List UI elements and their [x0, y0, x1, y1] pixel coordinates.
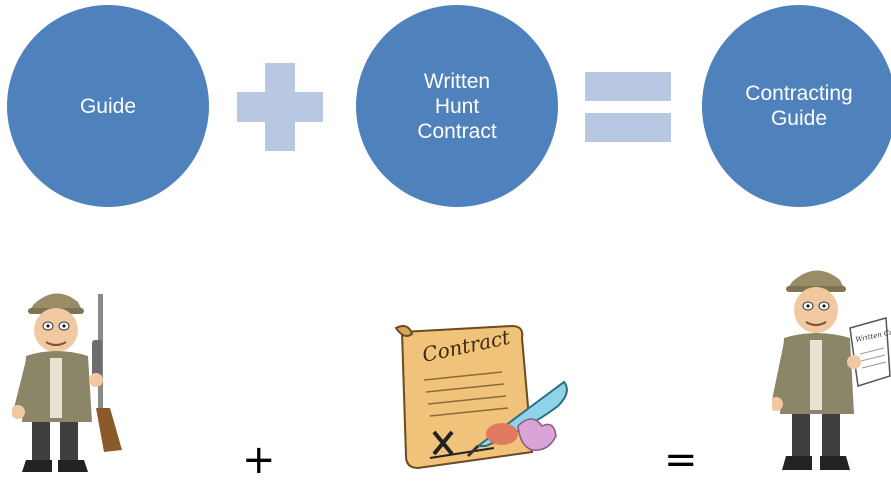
hunter-with-contract-illustration: Written Contract	[772, 270, 891, 470]
written-hunt-contract-circle: Written Hunt Contract	[356, 5, 558, 207]
written-hunt-contract-circle-label: Written Hunt Contract	[417, 69, 497, 143]
contract-paper-icon: Written Contract	[849, 317, 891, 387]
contracting-guide-circle: Contracting Guide	[702, 5, 891, 207]
illustration-equals-sign: =	[664, 437, 698, 483]
contract-scroll-illustration: Contract	[394, 325, 568, 470]
illustration-plus-sign: +	[242, 437, 276, 483]
plus-sign-horizontal-bar	[237, 92, 323, 122]
rifle-icon	[92, 294, 122, 452]
guide-circle-label: Guide	[79, 94, 137, 118]
equals-sign-top-bar	[585, 72, 671, 101]
hunter-with-rifle-illustration	[12, 293, 122, 472]
equals-sign-bottom-bar	[585, 113, 671, 142]
guide-circle: Guide	[7, 5, 209, 207]
contracting-guide-circle-label: Contracting Guide	[745, 82, 853, 130]
